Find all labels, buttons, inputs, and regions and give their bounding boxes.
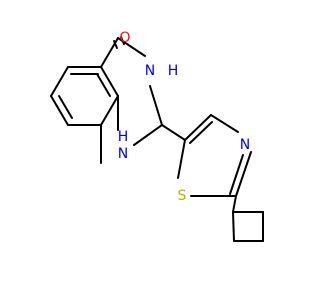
- atom-label-nitrogen-n1: N: [118, 146, 128, 162]
- bond: [189, 121, 213, 144]
- bond: [113, 40, 118, 49]
- bond: [100, 95, 119, 126]
- bond: [100, 66, 119, 97]
- atom-label-nitrogen-n3: N: [145, 63, 155, 79]
- bond: [149, 85, 163, 126]
- bond: [50, 95, 69, 126]
- bond-layer: [50, 36, 264, 242]
- bond: [58, 95, 73, 119]
- bond: [117, 37, 146, 57]
- atom-labels: O N H N H N S: [118, 30, 251, 204]
- bond: [210, 114, 239, 133]
- bond: [50, 66, 69, 97]
- bond: [235, 151, 252, 197]
- bond: [229, 154, 244, 195]
- bond: [96, 73, 111, 97]
- atom-label-hydrogen-n3: H: [168, 63, 179, 79]
- bond: [177, 139, 186, 179]
- bond: [184, 114, 212, 141]
- bond: [232, 211, 235, 242]
- atom-label-oxygen: O: [119, 30, 130, 46]
- molecule-structure: O N H N H N S: [50, 30, 264, 242]
- atom-label-thiazole-sulfur: S: [178, 188, 187, 204]
- bond: [232, 195, 237, 213]
- bond: [161, 124, 186, 141]
- bond: [133, 124, 163, 146]
- atom-label-hydrogen-n1: H: [118, 129, 129, 145]
- atom-label-thiazole-nitrogen: N: [240, 137, 250, 153]
